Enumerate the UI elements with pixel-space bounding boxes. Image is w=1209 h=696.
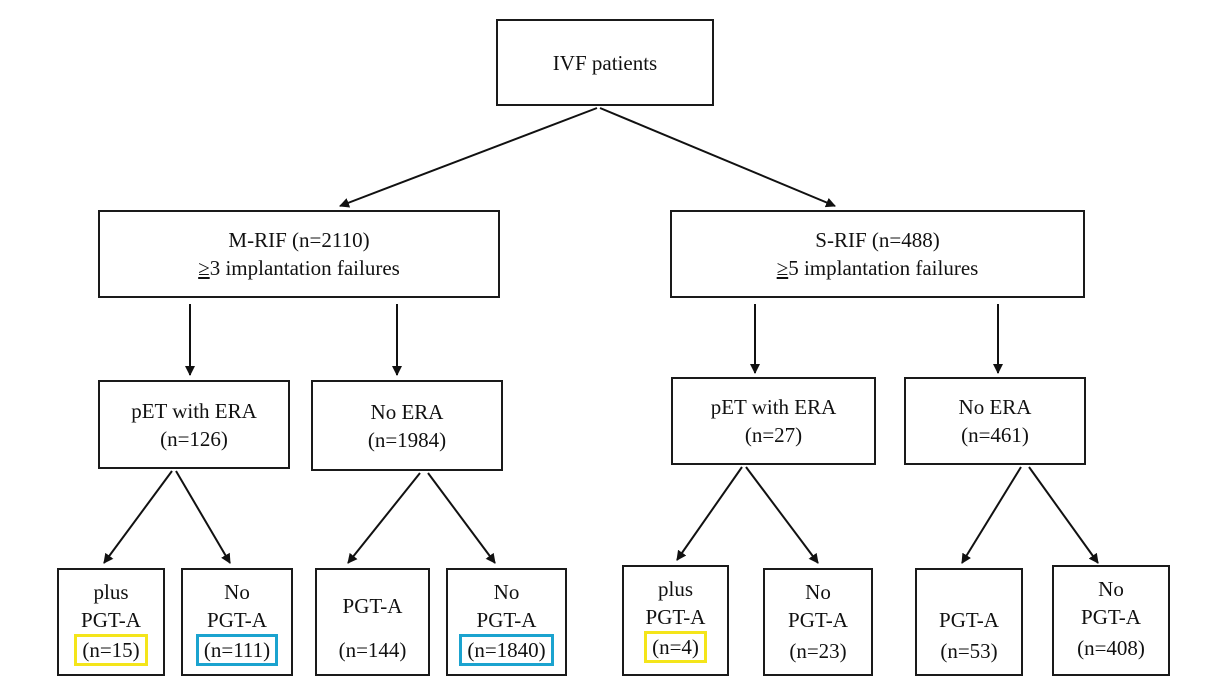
m-noera-count: (n=1984) — [367, 427, 447, 452]
mrif-criterion-symbol: ≥ — [198, 256, 210, 280]
arrow-s-era-to-plus — [676, 466, 743, 561]
leaf-s-era-no-pgta: No PGT-A (n=23) — [763, 568, 873, 676]
leaf-count: (n=408) — [1077, 636, 1145, 660]
leaf-count-highlight-blue: (n=1840) — [459, 634, 554, 666]
leaf-line1: No — [224, 580, 250, 604]
s-noera-count: (n=461) — [961, 423, 1029, 447]
arrow-m-noera-to-pgta — [347, 472, 421, 564]
m-era-title: pET with ERA — [131, 398, 257, 423]
root-box: IVF patients — [496, 19, 714, 106]
leaf-m-noera-pgta: PGT-A (n=144) — [315, 568, 430, 676]
leaf-count: (n=53) — [940, 639, 998, 663]
root-label: IVF patients — [552, 50, 658, 75]
arrow-m-era-to-no — [175, 470, 231, 564]
leaf-line1: plus — [93, 580, 129, 604]
arrow-m-noera-to-no — [427, 472, 496, 564]
mrif-criterion: ≥3 implantation failures — [198, 254, 400, 282]
mrif-criterion-text: 3 implantation failures — [209, 256, 400, 280]
leaf-m-era-plus-pgta: plus PGT-A (n=15) — [57, 568, 165, 676]
leaf-line1: PGT-A — [342, 594, 403, 618]
m-era-box: pET with ERA (n=126) — [98, 380, 290, 469]
s-era-box: pET with ERA (n=27) — [671, 377, 876, 465]
s-noera-box: No ERA (n=461) — [904, 377, 1086, 465]
leaf-line1: plus — [657, 577, 693, 601]
leaf-line1: PGT-A — [939, 608, 999, 632]
srif-box: S-RIF (n=488) ≥5 implantation failures — [670, 210, 1085, 298]
arrow-s-era-to-no — [745, 466, 819, 564]
s-era-title: pET with ERA — [710, 395, 837, 419]
leaf-line2: PGT-A — [207, 608, 267, 632]
leaf-count-highlight-yellow: (n=4) — [644, 631, 707, 663]
leaf-line2: PGT-A — [81, 608, 141, 632]
arrow-s-noera-to-no — [1028, 466, 1099, 564]
m-era-count: (n=126) — [160, 426, 228, 451]
srif-criterion-text: 5 implantation failures — [788, 256, 979, 280]
mrif-box: M-RIF (n=2110) ≥3 implantation failures — [98, 210, 500, 298]
arrow-m-era-to-plus — [103, 470, 173, 564]
leaf-line1: No — [805, 580, 831, 604]
leaf-count-highlight-blue: (n=111) — [195, 634, 279, 666]
arrow-root-to-srif — [599, 107, 836, 208]
m-noera-box: No ERA (n=1984) — [311, 380, 503, 471]
srif-title: S-RIF (n=488) — [815, 228, 940, 252]
srif-criterion-symbol: ≥ — [776, 256, 789, 280]
mrif-title: M-RIF (n=2110) — [228, 228, 370, 252]
leaf-m-noera-no-pgta: No PGT-A (n=1840) — [446, 568, 567, 676]
arrow-s-noera-to-pgta — [961, 466, 1022, 564]
leaf-count: (n=144) — [338, 638, 407, 662]
leaf-m-era-no-pgta: No PGT-A (n=111) — [181, 568, 293, 676]
leaf-line2: PGT-A — [1081, 605, 1141, 629]
leaf-s-era-plus-pgta: plus PGT-A (n=4) — [622, 565, 729, 676]
leaf-s-noera-no-pgta: No PGT-A (n=408) — [1052, 565, 1170, 676]
leaf-line2: PGT-A — [645, 605, 706, 629]
leaf-line2: PGT-A — [476, 608, 537, 632]
leaf-line2: PGT-A — [788, 608, 848, 632]
arrow-root-to-mrif — [339, 107, 598, 208]
leaf-line1: No — [1098, 577, 1124, 601]
leaf-count: (n=23) — [789, 639, 847, 663]
s-era-count: (n=27) — [744, 423, 803, 447]
leaf-s-noera-pgta: PGT-A (n=53) — [915, 568, 1023, 676]
leaf-line1: No — [493, 580, 520, 604]
srif-criterion: ≥5 implantation failures — [777, 254, 979, 282]
s-noera-title: No ERA — [958, 395, 1032, 419]
leaf-count-highlight-yellow: (n=15) — [74, 634, 148, 666]
m-noera-title: No ERA — [370, 399, 444, 424]
